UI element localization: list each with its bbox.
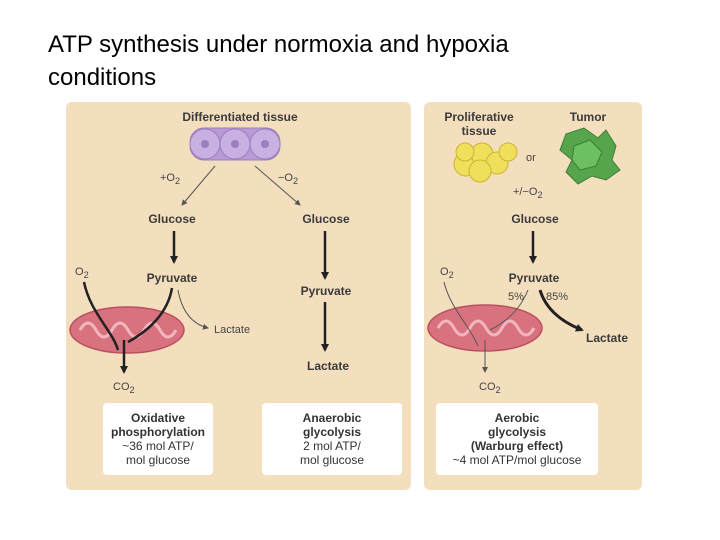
arrow-lactate-c bbox=[538, 289, 584, 332]
label-pct-85: 85% bbox=[546, 291, 569, 303]
title-line-1: ATP synthesis under normoxia and hypoxia bbox=[48, 31, 509, 58]
slide-title: ATP synthesis under normoxia and hypoxia… bbox=[48, 28, 688, 94]
aerobic-l3: (Warburg effect) bbox=[470, 439, 564, 453]
label-plus-minus-o2: +/−O2 bbox=[513, 186, 543, 200]
label-o2-c: O2 bbox=[440, 266, 454, 280]
label-tumor: Tumor bbox=[569, 110, 607, 124]
co2-c-subscript: 2 bbox=[495, 385, 501, 396]
arrow-pyruvate-mito-c bbox=[489, 289, 529, 331]
label-glucose-b: Glucose bbox=[302, 212, 350, 226]
arrow-o2-a bbox=[82, 281, 120, 351]
anaerobic-l4: mol glucose bbox=[299, 453, 365, 467]
label-glucose-c: Glucose bbox=[511, 212, 559, 226]
proliferative-cells bbox=[453, 142, 518, 183]
aerobic-l4: ~4 mol ATP/mol glucose bbox=[452, 453, 582, 467]
aerobic-l2: glycolysis bbox=[487, 425, 547, 439]
label-co2-c: CO2 bbox=[479, 381, 501, 395]
o2-c-subscript: 2 bbox=[448, 270, 454, 281]
label-minus-o2: −O2 bbox=[278, 172, 298, 186]
mitochondrion-right bbox=[427, 304, 543, 352]
label-co2-a: CO2 bbox=[113, 381, 135, 395]
tumor-cells bbox=[559, 127, 621, 185]
label-plus-o2: +O2 bbox=[160, 172, 180, 186]
title-line-2: conditions bbox=[48, 64, 157, 91]
plus-minus-o2-subscript: 2 bbox=[537, 190, 543, 201]
proliferative-line-1: Proliferative bbox=[444, 110, 514, 124]
label-o2-a: O2 bbox=[75, 266, 89, 280]
label-or: or bbox=[526, 152, 536, 164]
box-oxidative-text: Oxidative phosphorylation ~36 mol ATP/ m… bbox=[103, 411, 213, 467]
box-anaerobic-text: Anaerobic glycolysis 2 mol ATP/ mol gluc… bbox=[262, 411, 402, 467]
arrow-lactate-a bbox=[177, 289, 209, 330]
box-oxidative bbox=[103, 403, 213, 475]
anaerobic-l3: 2 mol ATP/ bbox=[303, 439, 361, 453]
o2-a-text: O bbox=[75, 266, 84, 278]
arrow-pyruvate-mito-a bbox=[127, 287, 174, 344]
co2-a-subscript: 2 bbox=[129, 385, 135, 396]
plus-o2-subscript: 2 bbox=[174, 176, 181, 187]
o2-a-subscript: 2 bbox=[83, 270, 89, 281]
label-glucose-a: Glucose bbox=[148, 212, 196, 226]
oxidative-l3: ~36 mol ATP/ bbox=[122, 439, 194, 453]
arrow-minus-o2 bbox=[254, 165, 301, 206]
box-anaerobic bbox=[262, 403, 402, 475]
co2-c-text: CO bbox=[479, 381, 496, 393]
minus-o2-subscript: 2 bbox=[292, 176, 299, 187]
co2-a-text: CO bbox=[113, 381, 130, 393]
plus-minus-o2-text: +/−O bbox=[513, 186, 538, 198]
arrow-plus-o2 bbox=[181, 165, 216, 206]
arrow-o2-c bbox=[443, 281, 479, 347]
label-proliferative-tissue: Proliferative tissue bbox=[444, 110, 513, 138]
oxidative-l2: phosphorylation bbox=[111, 425, 205, 439]
label-lactate-b: Lactate bbox=[306, 359, 350, 373]
oxidative-l1: Oxidative bbox=[130, 411, 186, 425]
o2-c-text: O bbox=[440, 266, 449, 278]
aerobic-l1: Aerobic bbox=[494, 411, 540, 425]
box-aerobic bbox=[436, 403, 598, 475]
differentiated-cells bbox=[189, 127, 281, 161]
label-lactate-a: Lactate bbox=[214, 324, 251, 336]
anaerobic-l1: Anaerobic bbox=[302, 411, 362, 425]
label-pyruvate-a: Pyruvate bbox=[146, 271, 198, 285]
label-pyruvate-c: Pyruvate bbox=[508, 271, 560, 285]
label-pct-5: 5% bbox=[508, 291, 524, 303]
label-lactate-c: Lactate bbox=[586, 331, 629, 345]
mitochondrion-left bbox=[69, 306, 185, 354]
plus-o2-text: +O bbox=[160, 172, 175, 184]
label-pyruvate-b: Pyruvate bbox=[300, 284, 352, 298]
box-aerobic-text: Aerobic glycolysis (Warburg effect) ~4 m… bbox=[436, 411, 598, 467]
oxidative-l4: mol glucose bbox=[125, 453, 191, 467]
minus-o2-text: −O bbox=[278, 172, 293, 184]
label-differentiated-tissue: Differentiated tissue bbox=[182, 110, 298, 124]
proliferative-line-2: tissue bbox=[461, 124, 497, 138]
anaerobic-l2: glycolysis bbox=[302, 425, 362, 439]
